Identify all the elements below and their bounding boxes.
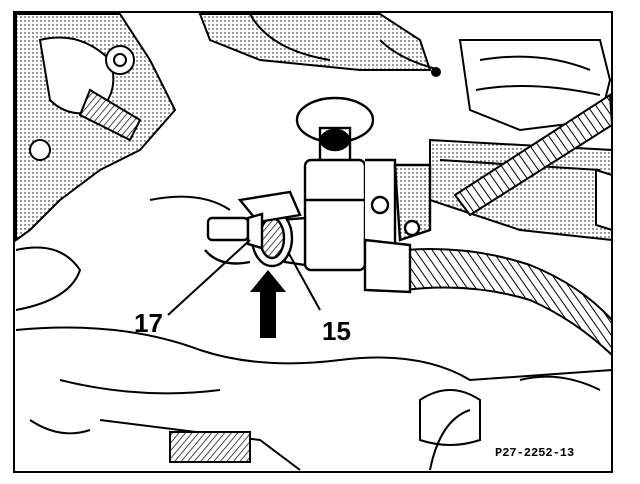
callout-17: 17 <box>134 308 163 338</box>
leader-line-15 <box>287 251 321 311</box>
corrugated-hose-lower <box>404 248 613 358</box>
reference-code: P27-2252-13 <box>495 446 574 460</box>
callout-15: 15 <box>322 316 351 346</box>
valve-assembly <box>278 96 432 294</box>
corrugated-hose-upper <box>453 93 614 217</box>
pointer-arrow <box>250 270 286 338</box>
leader-lines <box>167 239 321 316</box>
engine-background <box>15 13 613 471</box>
hose-clamp <box>204 190 302 268</box>
leader-line-17 <box>167 239 251 316</box>
